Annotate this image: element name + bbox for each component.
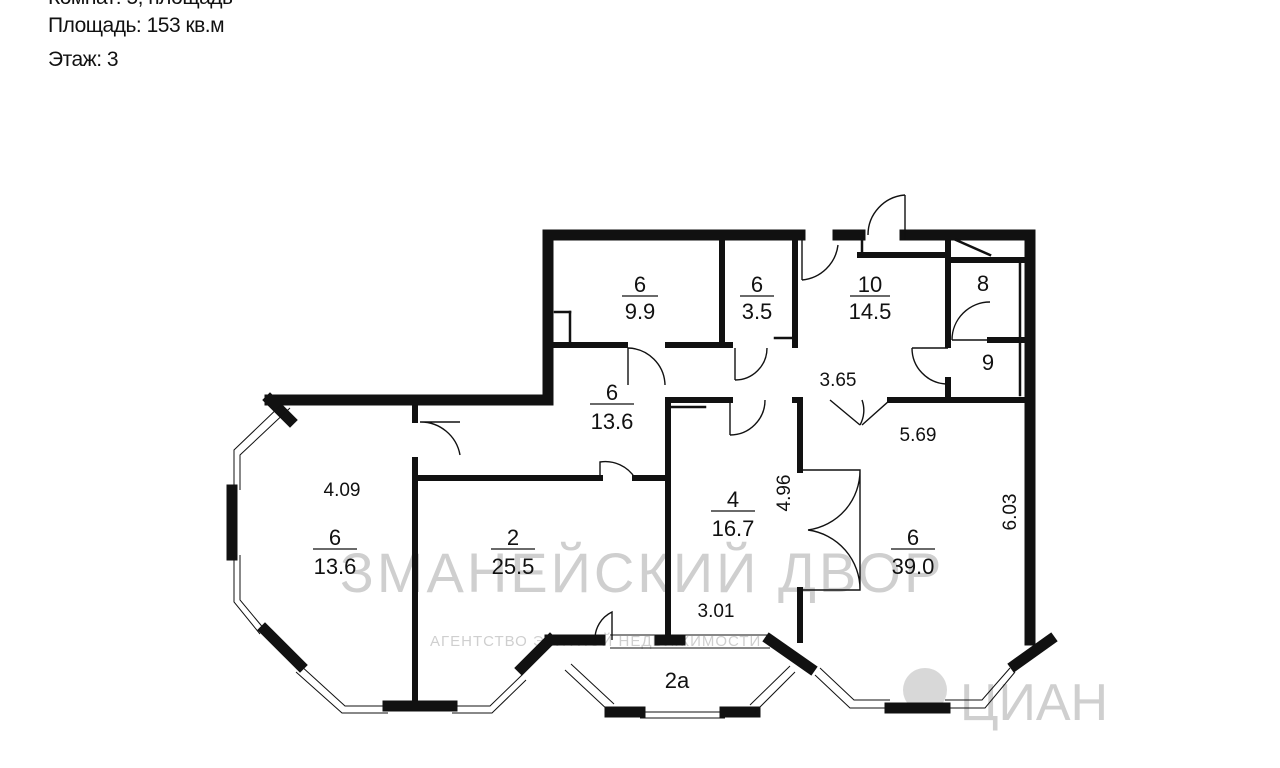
dimension-label: 3.01 <box>698 601 735 622</box>
interior-walls <box>412 236 1033 708</box>
room-number: 4 <box>727 487 739 512</box>
watermark-brand: ЦИАН <box>960 674 1108 732</box>
room-area: 13.6 <box>591 409 634 434</box>
room-number: 6 <box>634 272 646 297</box>
room-number: 10 <box>858 272 882 297</box>
room-r10: 6 39.0 <box>891 525 935 579</box>
room-area: 3.5 <box>742 299 773 324</box>
room-r1: 6 9.9 <box>622 272 658 324</box>
room-r8: 2 25.5 <box>491 525 535 579</box>
room-number: 6 <box>329 525 341 550</box>
room-area: 13.6 <box>314 554 357 579</box>
room-area: 25.5 <box>492 554 535 579</box>
room-area: 39.0 <box>892 554 935 579</box>
room-number: 6 <box>751 272 763 297</box>
room-r5-number: 9 <box>982 350 994 375</box>
room-r7: 6 13.6 <box>313 525 357 579</box>
room-r6: 6 13.6 <box>590 380 634 434</box>
plan-title: Комнат: 5, площадь <box>48 0 233 10</box>
doors <box>419 194 991 641</box>
dimension-label: 5.69 <box>900 425 937 446</box>
room-number: 6 <box>606 380 618 405</box>
dimension-label: 6.03 <box>1000 494 1021 531</box>
watermark-agency: ЗМАНЕЙСКИЙ ДВОР <box>340 541 944 604</box>
area-label: Площадь: 153 кв.м <box>48 14 225 37</box>
room-r4-number: 8 <box>977 271 989 296</box>
dimension-label: 3.65 <box>820 370 857 391</box>
room-r9: 4 16.7 <box>711 487 755 541</box>
outer-walls <box>226 229 1058 718</box>
room-area: 16.7 <box>712 516 755 541</box>
room-number: 6 <box>907 525 919 550</box>
room-area: 14.5 <box>849 299 892 324</box>
room-r11-number: 2а <box>665 668 690 693</box>
room-r3: 10 14.5 <box>849 272 892 324</box>
room-number: 2 <box>507 525 519 550</box>
room-r2: 6 3.5 <box>740 272 774 324</box>
room-area: 9.9 <box>625 299 656 324</box>
windows <box>233 403 1016 719</box>
dimension-label: 4.96 <box>774 475 795 512</box>
dimension-label: 4.09 <box>324 480 361 501</box>
watermark-logo-icon <box>903 668 947 712</box>
floor-label: Этаж: 3 <box>48 48 119 71</box>
